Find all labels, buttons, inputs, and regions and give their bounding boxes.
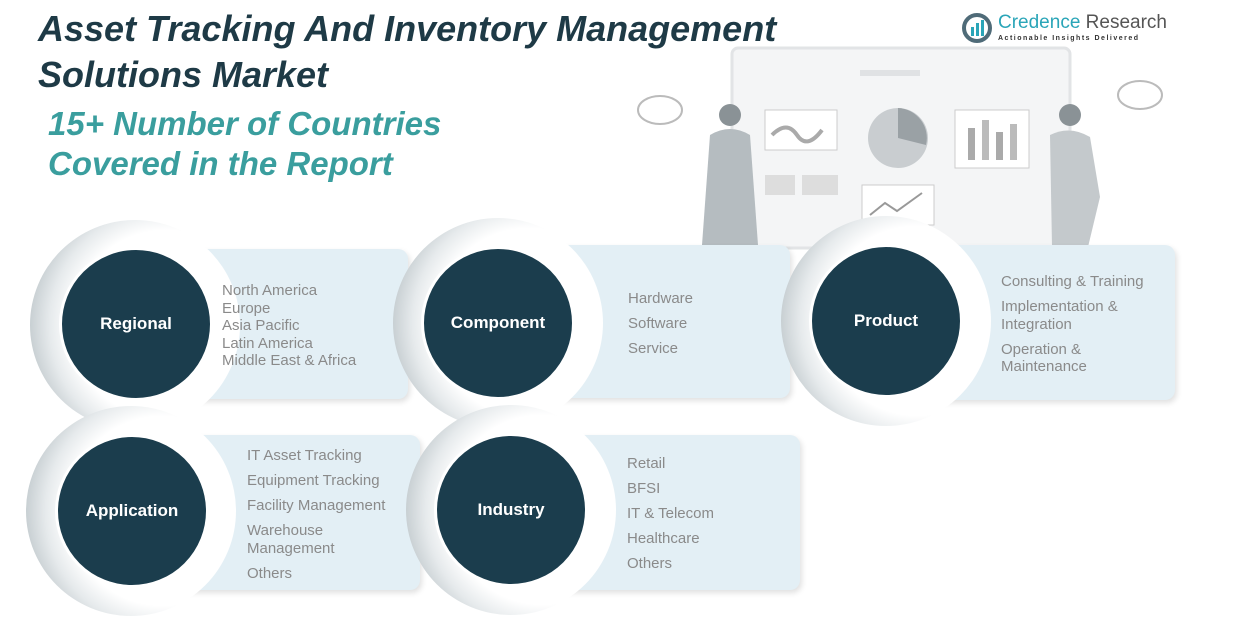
application-list: IT Asset Tracking Equipment Tracking Fac… (247, 447, 412, 590)
product-list: Consulting & Training Implementation & I… (1001, 273, 1166, 383)
list-item: North America (222, 282, 318, 299)
list-item: Healthcare (627, 530, 700, 547)
list-item: Software (628, 315, 688, 332)
list-item: Implementation & Integration (1001, 298, 1118, 333)
list-item: BFSI (627, 480, 661, 497)
logo-tagline: Actionable Insights Delivered (998, 35, 1140, 42)
list-item: Others (247, 564, 293, 582)
regional-list: North America Europe Asia Pacific Latin … (222, 282, 356, 370)
component-list: Hardware Software Service (628, 290, 693, 365)
list-item: IT & Telecom (627, 505, 714, 522)
list-item: Hardware (628, 290, 694, 307)
list-item: Service (628, 340, 679, 357)
page-subtitle: 15+ Number of Countries Covered in the R… (48, 105, 442, 182)
component-circle: Component (421, 246, 575, 400)
list-item: Latin America (222, 334, 313, 352)
list-item: Equipment Tracking (247, 472, 380, 489)
list-item: Consulting & Training (1001, 273, 1144, 290)
list-item: Operation & Maintenance (1001, 340, 1087, 376)
product-circle: Product (809, 244, 963, 398)
application-circle: Application (55, 434, 209, 588)
list-item: Asia Pacific (222, 317, 300, 334)
list-item: Middle East & Africa (222, 352, 357, 369)
regional-circle: Regional (59, 247, 213, 401)
industry-list: Retail BFSI IT & Telecom Healthcare Othe… (627, 455, 714, 580)
list-item: Warehouse Management (247, 522, 335, 557)
list-item: Europe (222, 299, 271, 317)
logo-chart-icon (962, 12, 992, 43)
list-item: Facility Management (247, 497, 386, 514)
page-title: Asset Tracking And Inventory Management … (38, 8, 777, 95)
list-item: Others (627, 555, 673, 572)
list-item: IT Asset Tracking (247, 447, 362, 464)
industry-circle: Industry (434, 433, 588, 587)
logo-name: Credence Research (998, 12, 1167, 33)
list-item: Retail (627, 455, 666, 472)
presentation-illustration (637, 46, 1163, 250)
